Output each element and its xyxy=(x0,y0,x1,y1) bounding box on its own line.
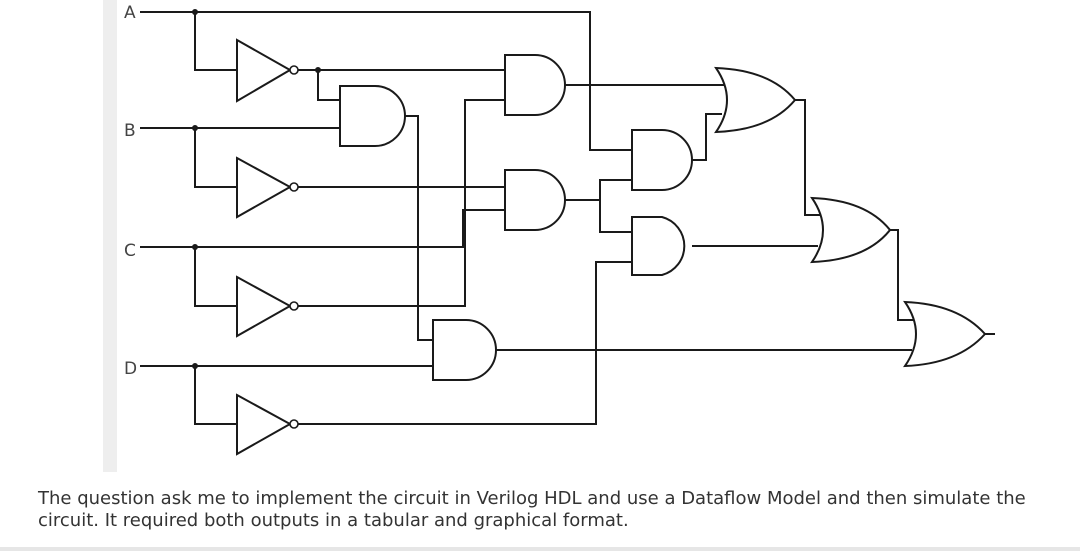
and-gate-icon xyxy=(631,113,722,191)
not-gate-icon xyxy=(236,156,505,219)
junction-c xyxy=(192,244,198,250)
or-gate-icon xyxy=(903,300,995,368)
junction-b xyxy=(192,125,198,131)
branch-c-to-not xyxy=(194,247,237,307)
input-wire-a xyxy=(140,11,632,151)
branch-b-to-not xyxy=(194,128,237,188)
and-gate-icon xyxy=(432,319,912,381)
question-text: The question ask me to implement the cir… xyxy=(38,488,1026,531)
branch-d-to-not xyxy=(194,366,237,425)
input-wire-c xyxy=(140,209,505,248)
figure-left-edge xyxy=(103,0,117,472)
not-gate-icon xyxy=(236,99,505,338)
logic-circuit-diagram: A B C D xyxy=(124,3,995,456)
input-label-c: C xyxy=(124,241,136,261)
input-label-a: A xyxy=(124,3,136,23)
and-gate-icon xyxy=(631,216,818,276)
branch-a-to-not xyxy=(194,12,237,71)
or-gate-icon xyxy=(810,196,914,321)
input-label-b: B xyxy=(124,121,136,141)
junction-a xyxy=(192,9,198,15)
and-gate-icon xyxy=(339,85,433,341)
not-gate-icon xyxy=(236,38,505,103)
divider xyxy=(0,547,1080,551)
not-gate-icon xyxy=(236,261,632,456)
and-gate-icon xyxy=(504,54,590,116)
input-label-d: D xyxy=(124,359,137,379)
or-gate-icon xyxy=(714,66,822,216)
and-gate-icon xyxy=(504,169,632,233)
not-a-to-and1 xyxy=(317,70,340,101)
junction-d xyxy=(192,363,198,369)
